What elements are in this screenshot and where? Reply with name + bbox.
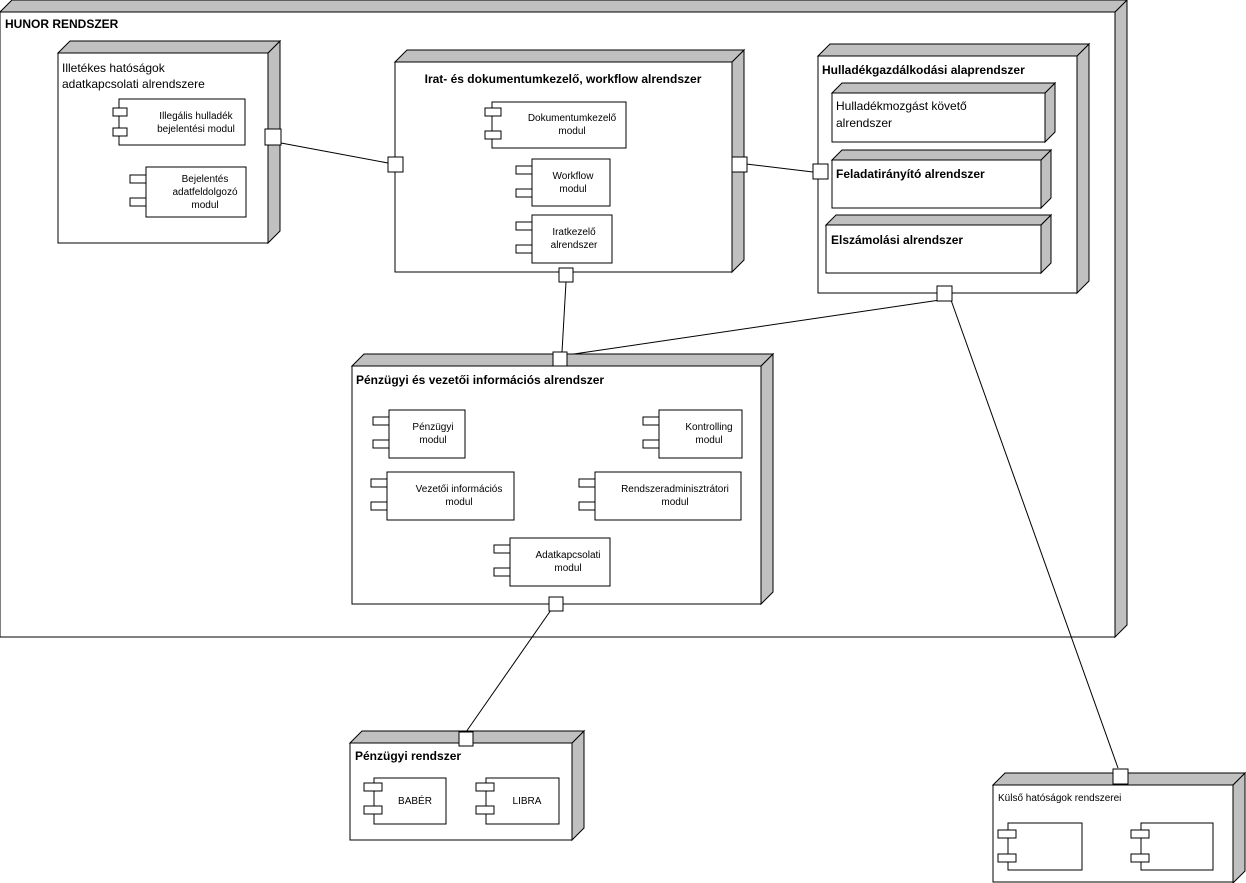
connector-hulladek-kulso (950, 299, 1119, 769)
component-label: bejelentési modul (157, 124, 235, 135)
component-workflow: Workflow modul (515, 158, 611, 207)
node-title: Pénzügyi és vezetői információs alrendsz… (356, 373, 604, 387)
component-label: alrendszer (551, 240, 598, 251)
component-label: modul (445, 497, 472, 508)
component-label: Vezetői információs (416, 484, 503, 495)
component-kontrolling: Kontrolling modul (642, 409, 743, 459)
component-label: modul (661, 497, 688, 508)
connector-penzugyi-penzugyirendszer (465, 609, 552, 733)
component-label: Illegális hulladék (159, 111, 233, 122)
node-title: Pénzügyi rendszer (355, 749, 461, 763)
component-label: Pénzügyi (412, 422, 453, 433)
node-title: Irat- és dokumentumkezelő, workflow alre… (425, 72, 702, 86)
component-label: modul (558, 126, 585, 137)
component-rendszeradmin: Rendszeradminisztrátori modul (578, 471, 742, 521)
component-label: modul (191, 200, 218, 211)
ports (264, 128, 1129, 785)
subnode-label: Feladatirányító alrendszer (836, 167, 985, 181)
port-penzugyi-top (552, 351, 568, 367)
component-label: modul (695, 435, 722, 446)
port-hulladek-left (812, 163, 829, 180)
port-hulladek-bottom (936, 285, 953, 302)
component-label: Dokumentumkezelő (528, 113, 617, 124)
component-illegalis: Illegális hulladék bejelentési modul (112, 98, 246, 146)
subnode-feladatiranyito: Feladatirányító alrendszer (830, 148, 1053, 210)
component-dokumentumkezelo: Dokumentumkezelő modul (484, 101, 627, 149)
node-title: Hulladékgazdálkodási alaprendszer (822, 63, 1025, 77)
component-penzugyi-modul: Pénzügyi modul (372, 409, 466, 459)
node-title-line: Illetékes hatóságok (62, 61, 166, 75)
component-label: BABÉR (398, 794, 432, 807)
node-penzugyi-rendszer: Pénzügyi rendszer BABÉR LIBRA (348, 729, 586, 842)
component-label: modul (559, 184, 586, 195)
connectors (280, 142, 1119, 769)
port-irat-left (387, 156, 404, 173)
connector-irat-hulladek (745, 163, 814, 173)
node-irat: Irat- és dokumentumkezelő, workflow alre… (393, 48, 746, 274)
component-label: Iratkezelő (552, 227, 596, 238)
component-kulso-2 (1130, 822, 1214, 871)
port-irat-bottom (558, 267, 574, 283)
subnode-label: Hulladékmozgást követő (836, 99, 967, 113)
subnode-label: alrendszer (836, 116, 892, 130)
connector-irat-penzugyi (561, 281, 567, 353)
component-vezetoi: Vezetői információs modul (370, 471, 515, 521)
component-libra: LIBRA (475, 777, 560, 825)
component-bejelentes: Bejelentés adatfeldolgozó modul (129, 166, 247, 218)
component-label: Kontrolling (685, 422, 732, 433)
port-penzugyi-bottom (548, 596, 564, 612)
connector-illetekes-irat (280, 142, 389, 164)
subnode-elszamolasi: Elszámolási alrendszer (824, 213, 1053, 275)
component-label: adatfeldolgozó (172, 187, 237, 198)
port-illetekes (264, 128, 282, 146)
component-label: modul (419, 435, 446, 446)
component-label: LIBRA (513, 796, 542, 807)
port-penzugyi-rendszer (458, 731, 474, 747)
subnode-hulladekmozgas: Hulladékmozgást követő alrendszer (830, 81, 1057, 144)
component-label: Adatkapcsolati (535, 550, 600, 561)
component-label: modul (554, 563, 581, 574)
node-title: Külső hatóságok rendszerei (998, 793, 1121, 804)
node-hulladek: Hulladékgazdálkodási alaprendszer Hullad… (816, 42, 1091, 295)
component-label: Workflow (553, 171, 595, 182)
component-adatkapcsolati: Adatkapcsolati modul (493, 537, 611, 587)
node-penzugyi-vezetoi: Pénzügyi és vezetői információs alrendsz… (350, 352, 775, 606)
component-baber: BABÉR (363, 777, 447, 825)
connector-hulladek-penzugyi (566, 299, 941, 356)
component-label: Rendszeradminisztrátori (621, 484, 729, 495)
node-illetekes: Illetékes hatóságok adatkapcsolati alren… (56, 39, 282, 245)
subnode-label: Elszámolási alrendszer (831, 233, 963, 247)
component-kulso-1 (997, 822, 1083, 871)
node-kulso: Külső hatóságok rendszerei (991, 771, 1246, 883)
component-iratkezelo: Iratkezelő alrendszer (515, 214, 613, 264)
system-title: HUNOR RENDSZER (5, 17, 119, 31)
port-irat-right (731, 156, 748, 173)
port-kulso (1112, 768, 1129, 785)
component-label: Bejelentés (182, 174, 229, 185)
node-title-line: adatkapcsolati alrendszere (62, 77, 205, 91)
